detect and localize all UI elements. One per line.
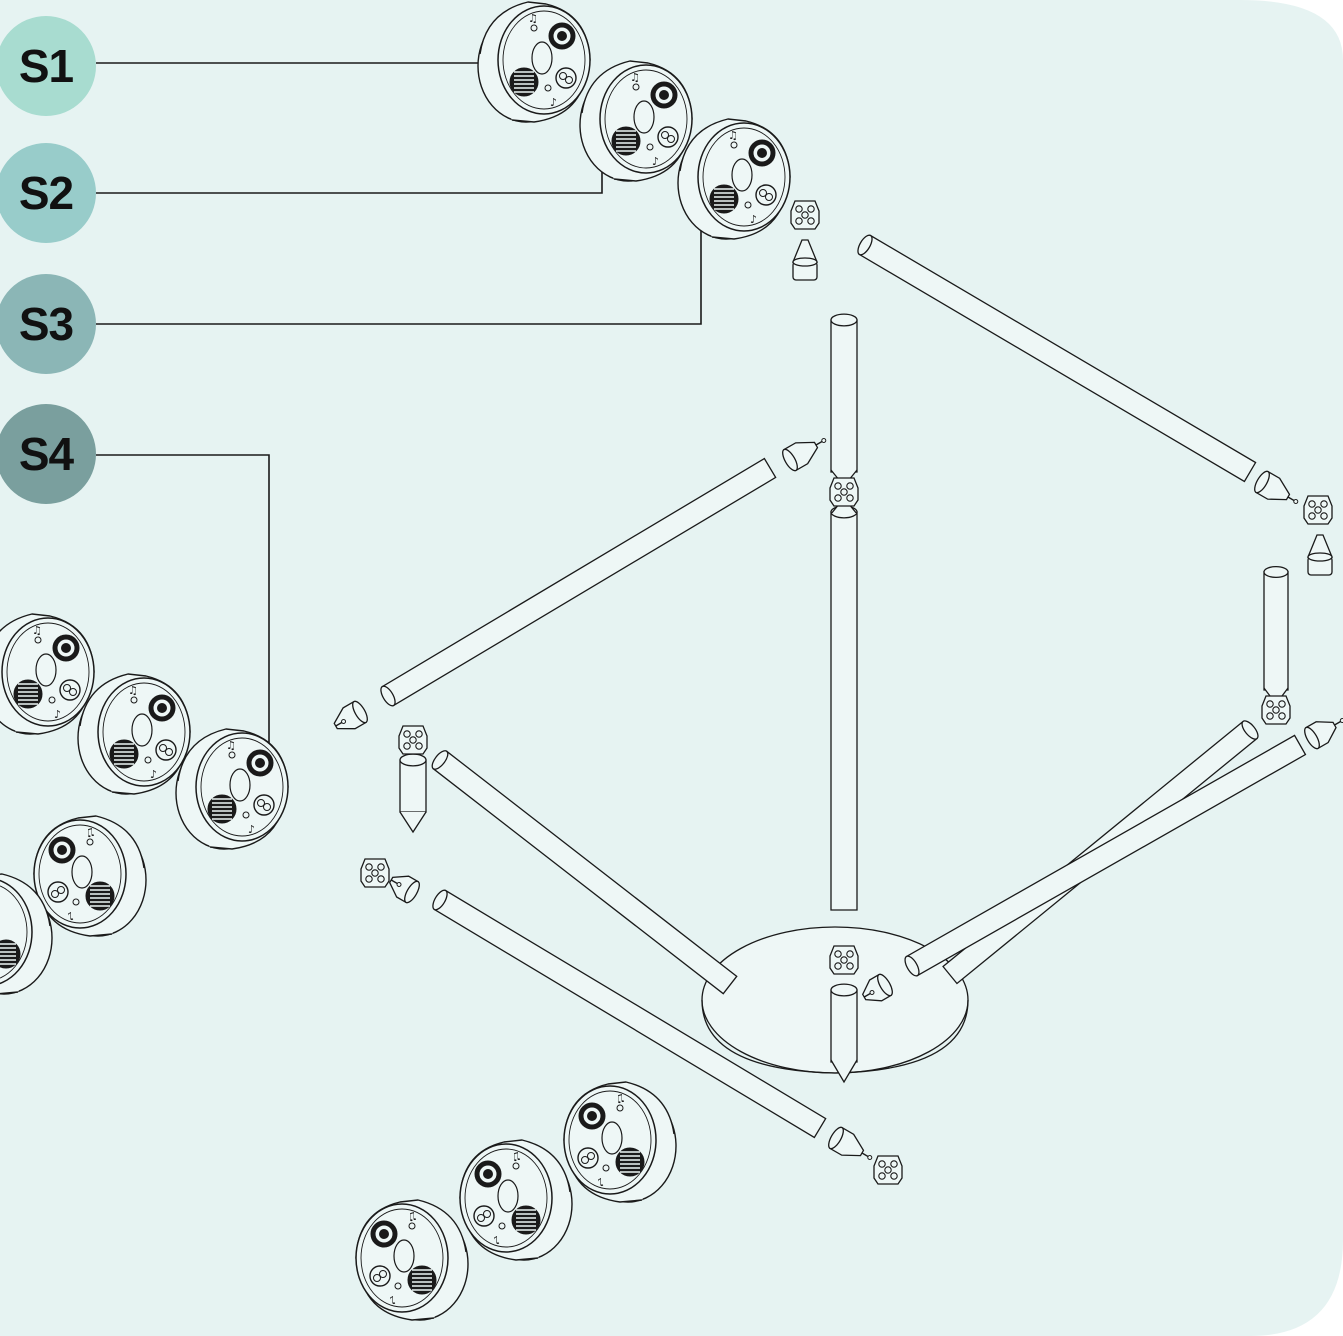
svg-text:♫: ♫ bbox=[226, 739, 236, 752]
upper-left-arm-cone-top bbox=[782, 438, 827, 472]
badge-s3-label: S3 bbox=[18, 298, 74, 350]
svg-text:♪: ♪ bbox=[550, 96, 557, 109]
node-bottom bbox=[873, 1155, 903, 1185]
badge-s4-label: S4 bbox=[18, 428, 74, 480]
svg-text:♫: ♫ bbox=[528, 12, 538, 25]
svg-text:♪: ♪ bbox=[652, 155, 659, 168]
socket-top bbox=[792, 239, 818, 281]
connector-nodes bbox=[360, 200, 1333, 1185]
badge-s3: S3 bbox=[0, 274, 96, 374]
speaker-pod-left-4: ♫♪ bbox=[0, 873, 53, 995]
speaker-pod-s4: ♫♪ bbox=[175, 728, 289, 850]
speaker-pod-bottom-1: ♫♪ bbox=[563, 1081, 677, 1203]
svg-text:♪: ♪ bbox=[750, 213, 757, 226]
tripod-structure bbox=[333, 234, 1343, 1160]
svg-text:♫: ♫ bbox=[0, 884, 2, 897]
node-lower-left bbox=[360, 858, 390, 888]
svg-text:♫: ♫ bbox=[728, 129, 738, 142]
speaker-pod-left-2: ♫♪ bbox=[77, 673, 191, 795]
centre-column-upper bbox=[830, 313, 858, 473]
base-right-cone bbox=[861, 973, 893, 1002]
upper-left-arm-cone bbox=[333, 700, 368, 730]
svg-text:♫: ♫ bbox=[512, 1150, 522, 1163]
lower-left-arm-cone-bottom bbox=[828, 1126, 873, 1160]
svg-text:♪: ♪ bbox=[54, 708, 61, 721]
socket-right bbox=[1307, 534, 1333, 576]
node-base bbox=[829, 945, 859, 975]
svg-text:♪: ♪ bbox=[248, 823, 255, 836]
badge-s1: S1 bbox=[0, 16, 96, 116]
left-post-cone bbox=[399, 811, 427, 834]
centre-column-lower bbox=[830, 505, 858, 911]
speaker-pod-s1: ♫♪ bbox=[477, 1, 591, 123]
svg-text:♫: ♫ bbox=[408, 1210, 418, 1223]
leader-line-s4 bbox=[96, 454, 270, 788]
lower-left-arm-cone bbox=[388, 875, 420, 904]
left-post bbox=[399, 753, 427, 813]
badge-s2: S2 bbox=[0, 143, 96, 243]
svg-text:♫: ♫ bbox=[86, 826, 96, 839]
lower-right-arm bbox=[904, 734, 1307, 977]
speaker-pods: ♫♪♫♪♫♪♫♪♫♪♫♪♫♪♫♪♫♪♫♪♫♪ bbox=[0, 1, 791, 1321]
svg-text:♫: ♫ bbox=[32, 624, 42, 637]
svg-text:♪: ♪ bbox=[493, 1234, 500, 1247]
centre-foot bbox=[830, 983, 858, 1063]
lower-right-arm-cone bbox=[1304, 718, 1343, 750]
speaker-pod-left-3: ♫♪ bbox=[33, 815, 147, 937]
badge-s1-label: S1 bbox=[18, 40, 74, 92]
node-column-mid bbox=[829, 477, 859, 507]
speaker-pod-s3: ♫♪ bbox=[677, 118, 791, 240]
svg-text:♪: ♪ bbox=[389, 1294, 396, 1307]
speaker-pod-bottom-2: ♫♪ bbox=[459, 1139, 573, 1261]
svg-text:♫: ♫ bbox=[128, 684, 138, 697]
upper-left-arm bbox=[380, 457, 777, 707]
svg-text:♪: ♪ bbox=[67, 910, 74, 923]
svg-text:♫: ♫ bbox=[630, 71, 640, 84]
speaker-pod-left-1: ♫♪ bbox=[0, 613, 95, 735]
lower-left-arm bbox=[432, 889, 827, 1139]
foot-cone bbox=[830, 1059, 858, 1084]
node-top bbox=[790, 200, 820, 230]
badge-s4: S4 bbox=[0, 404, 96, 504]
node-right bbox=[1303, 495, 1333, 525]
svg-text:♫: ♫ bbox=[616, 1092, 626, 1105]
right-post bbox=[1263, 565, 1289, 691]
speaker-pod-s2: ♫♪ bbox=[579, 60, 693, 182]
leg-left bbox=[431, 750, 738, 995]
speaker-pod-bottom-3: ♫♪ bbox=[355, 1199, 469, 1321]
svg-text:♪: ♪ bbox=[150, 768, 157, 781]
upper-right-arm-cone bbox=[1254, 470, 1299, 504]
svg-text:♪: ♪ bbox=[597, 1176, 604, 1189]
badge-s2-label: S2 bbox=[18, 167, 74, 219]
upper-right-arm bbox=[857, 234, 1257, 483]
node-right-post bbox=[1261, 695, 1291, 725]
node-left-post bbox=[398, 725, 428, 755]
